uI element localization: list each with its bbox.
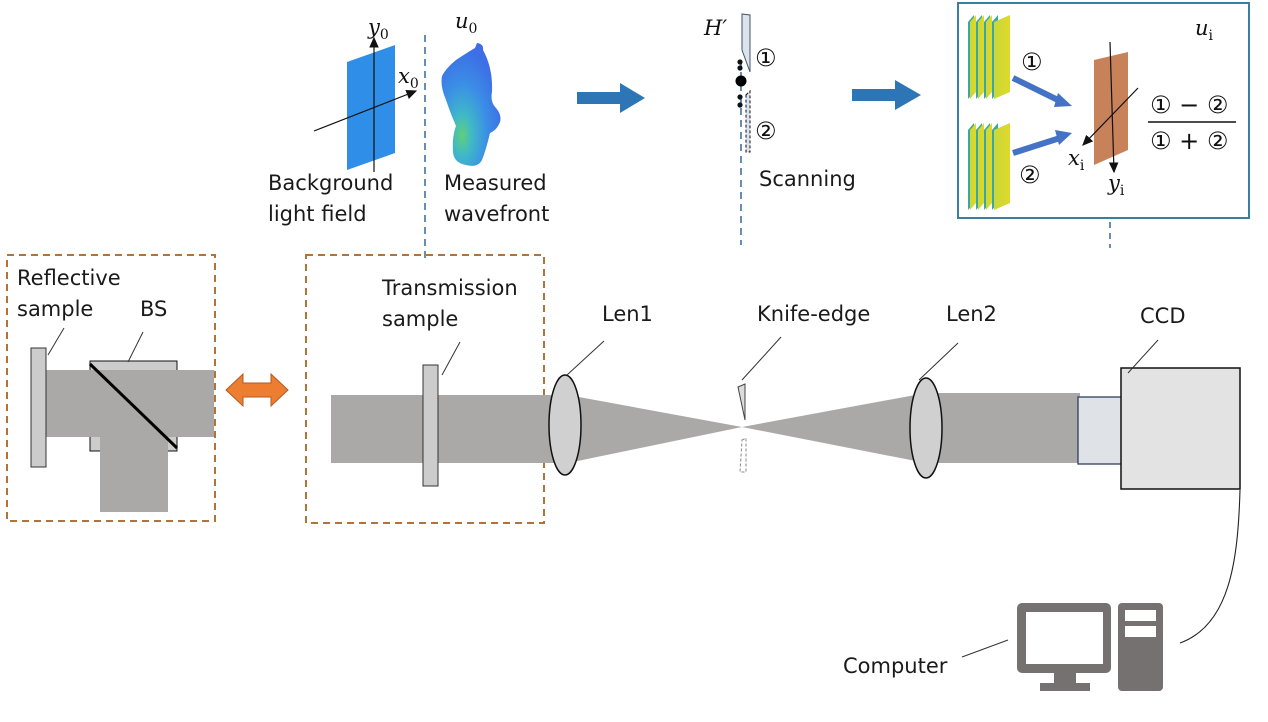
ccd-leader [1127,339,1159,374]
x0-label: x0 [398,64,419,92]
knife-edge-label: Knife-edge [757,302,870,326]
x0-axis [313,90,418,132]
lens-1 [548,374,582,476]
lens-1-leader [566,340,605,376]
bs-leader [127,331,144,363]
process-arrow-2 [852,80,921,110]
position-2-marker: ② [755,117,777,145]
transmission-box-border [305,254,545,524]
reflective-sample-plate [30,347,47,468]
scan-dot [737,102,743,108]
beamsplitter-diagonal [88,362,179,450]
reflective-sample-leader [47,327,65,356]
ccd-body [1120,367,1241,490]
xi-axis [1082,87,1139,146]
h-prime-label: H′ [703,16,727,40]
reconstruction-panel: ① ② xi yi ui ① − ② ① + ② [957,2,1250,248]
image-stack-2 [968,123,1010,210]
knife-edge-leader [741,336,782,381]
reflective-label-line2: sample [17,297,93,321]
formula-numerator: ① − ② [1150,91,1228,119]
lens-1-label: Len1 [602,302,653,326]
y0-label: y0 [367,15,389,43]
lens-2-leader [918,342,959,381]
scan-dot [737,59,743,65]
diverging-beam [742,393,926,463]
ui-label: ui [1195,16,1214,44]
knife-edge-position-1 [741,13,751,73]
data-cable [1179,489,1241,644]
lens-2 [909,377,943,479]
collimated-beam-output [926,393,1080,463]
measured-wavefront: u0 Measured wavefront [441,9,549,226]
process-arrow-1 [577,83,645,113]
module-swap-arrow [225,372,289,408]
ccd-label: CCD [1140,304,1186,328]
input-2-marker: ② [1019,161,1041,189]
scanning-label: Scanning [759,167,856,191]
reconstructed-plane [1094,52,1128,165]
xi-label: xi [1068,146,1085,174]
transmission-sample-plate [422,364,439,487]
computer-icon [1017,603,1163,691]
wavefront-shape [441,43,501,166]
formula-denominator: ① + ② [1150,127,1228,155]
background-label-line2: light field [268,202,367,226]
yi-label: yi [1107,171,1125,199]
position-1-marker: ① [755,44,777,72]
knife-edge-ghost [739,437,747,473]
ccd-lens-mount [1077,396,1123,465]
transmission-label-line2: sample [382,307,458,331]
transmission-sample-leader [441,341,461,376]
u0-label: u0 [455,9,477,37]
combine-arrow-2 [1012,130,1072,156]
lens-2-label: Len2 [946,302,997,326]
knife-edge-position-2 [745,89,751,153]
computer-label: Computer [843,654,948,678]
reflective-label-line1: Reflective [17,266,121,290]
reflective-sample-module: Reflective sample BS [6,254,216,522]
reflective-beam-vertical [100,437,168,512]
reflective-box-border [6,254,216,522]
background-label-line1: Background [268,171,393,195]
input-1-marker: ① [1021,48,1043,76]
image-stack-1 [968,15,1010,99]
focus-spot [735,75,747,87]
computer-leader [961,639,1009,658]
scan-dot [737,94,743,100]
combine-arrow-1 [1011,75,1072,107]
wavefront-label-line2: wavefront [444,202,549,226]
transmission-label-line1: Transmission [381,276,518,300]
wavefront-label-line1: Measured [444,171,547,195]
yi-axis [1108,41,1119,174]
knife-edge [737,383,746,421]
scan-dot [737,65,743,71]
transmission-sample-module [305,254,545,524]
background-plane [347,45,395,170]
background-light-field: y0 x0 Background light field [268,15,419,226]
collimated-beam-input [331,395,568,463]
converging-beam [568,395,742,463]
bs-label: BS [140,297,167,321]
scanning-illustration: H′ ① ② Scanning [703,13,856,245]
